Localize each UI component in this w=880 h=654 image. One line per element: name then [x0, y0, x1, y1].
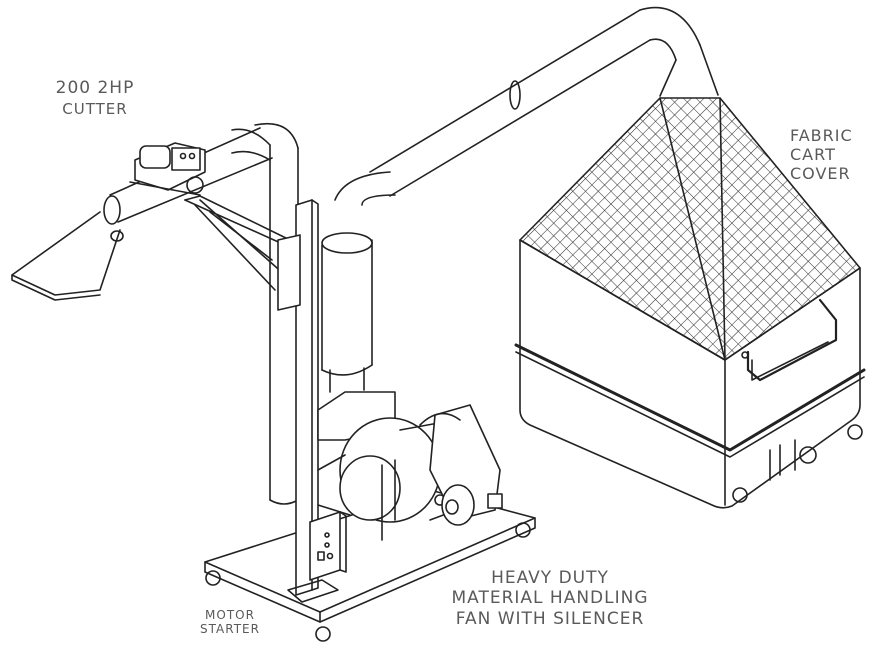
- cover-label-line: FABRIC: [790, 126, 853, 145]
- fabric-cart-cover-label: FABRIC CART COVER: [790, 126, 860, 184]
- motor-starter-box: [309, 511, 347, 581]
- cutter-label-line: CUTTER: [62, 99, 128, 118]
- blower-fan: [317, 391, 471, 541]
- cutter-pipe: [11, 127, 273, 301]
- cutter-label: 200 2HP CUTTER: [40, 78, 150, 118]
- fabric-cart-cover: [519, 97, 861, 361]
- vertical-suction-pipe: [231, 123, 299, 505]
- cutter-label-line: 200 2HP: [55, 78, 135, 98]
- motor-starter-label: MOTOR STARTER: [190, 608, 270, 637]
- fan-label-line: FAN WITH SILENCER: [455, 608, 645, 629]
- cover-label-line: COVER: [790, 164, 851, 184]
- overhead-duct: [369, 6, 719, 197]
- starter-label-line: STARTER: [200, 622, 260, 637]
- fan-drive-motor: [419, 404, 503, 526]
- cover-label-line: CART: [790, 145, 836, 165]
- fan-label-line: HEAVY DUTY: [491, 568, 609, 588]
- starter-label-line: MOTOR: [205, 608, 255, 622]
- support-bracket: [184, 195, 291, 291]
- fan-label-line: MATERIAL HANDLING: [451, 588, 649, 609]
- mast-post: [277, 199, 339, 603]
- silencer: [321, 171, 396, 393]
- caster-wheel: [732, 424, 863, 503]
- cutter-motor: [129, 142, 206, 196]
- fan-label: HEAVY DUTY MATERIAL HANDLING FAN WITH SI…: [420, 568, 680, 629]
